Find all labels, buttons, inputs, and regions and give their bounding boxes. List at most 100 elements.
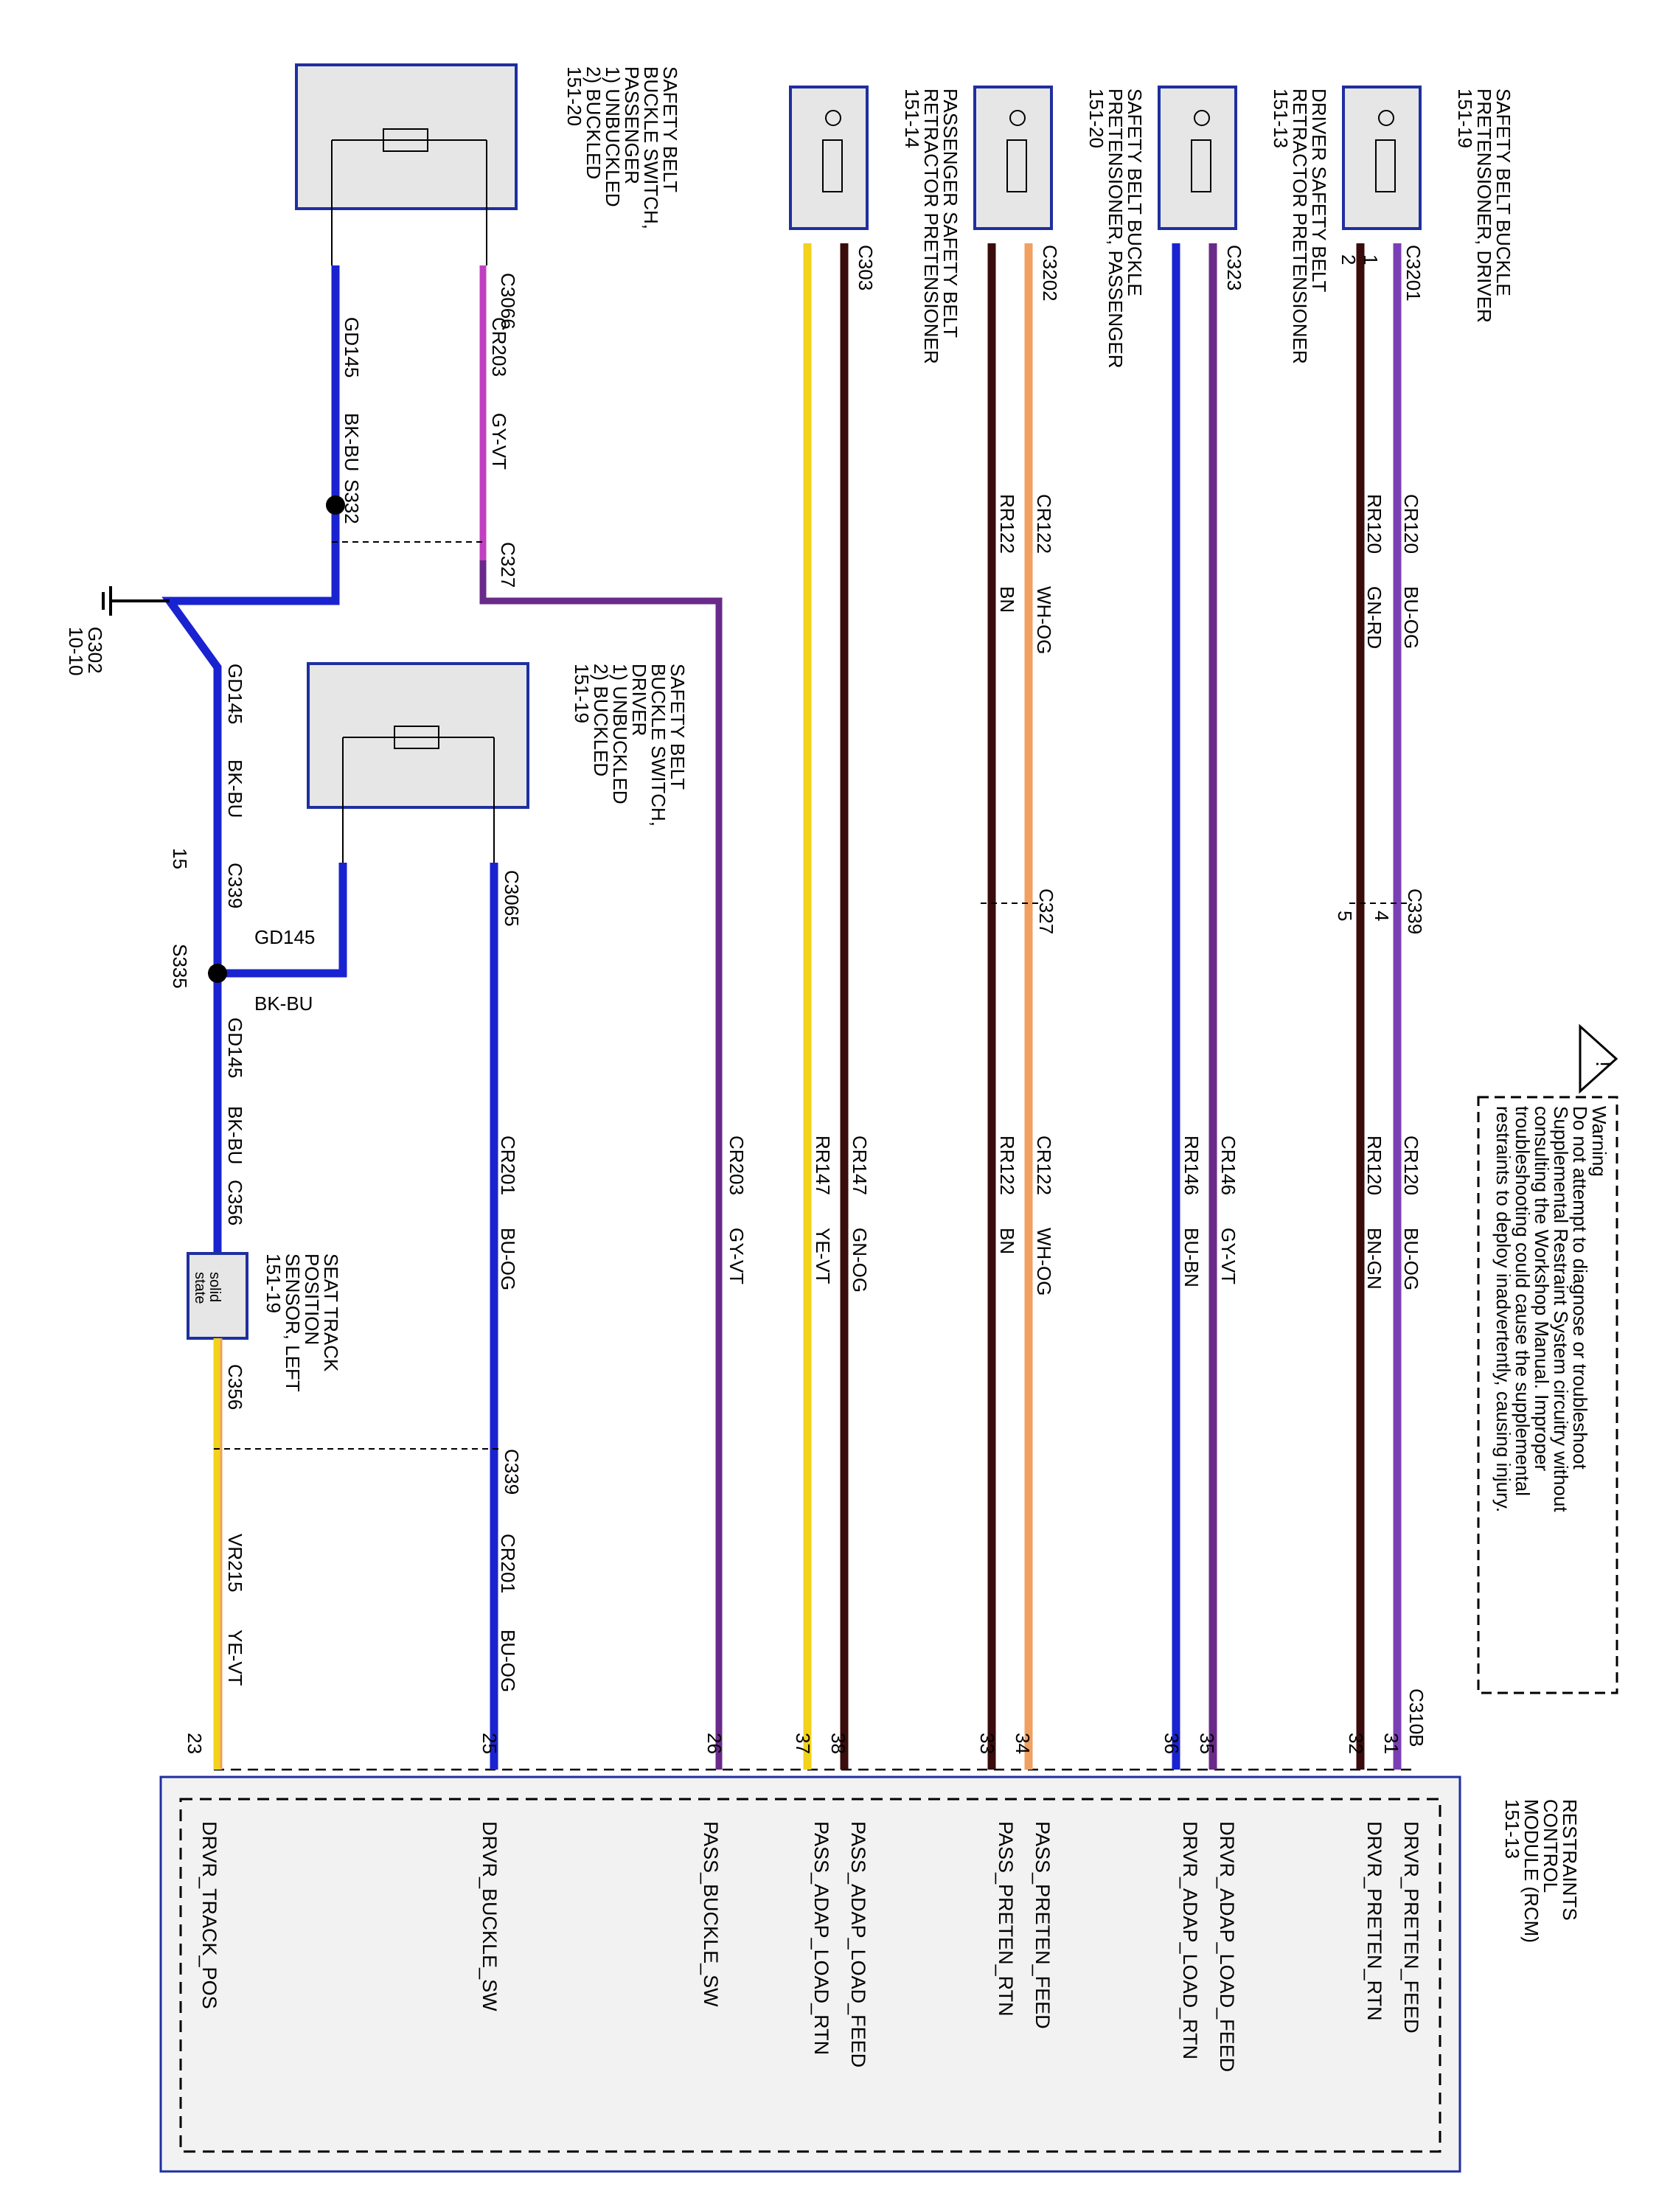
signal-pass-adap-load-rtn: PASS_ADAP_LOAD_RTN bbox=[810, 1821, 832, 2055]
retractor-passenger-3: 151-14 bbox=[901, 88, 923, 148]
signal-pass-preten-rtn: PASS_PRETEN_RTN bbox=[995, 1821, 1017, 2017]
wire-label: BN bbox=[996, 1228, 1018, 1254]
wire-label: CR201 bbox=[497, 1534, 519, 1593]
wire-label: RR147 bbox=[812, 1135, 834, 1195]
wire-label: BK-BU bbox=[254, 992, 313, 1015]
pretensioner-driver-3: 151-19 bbox=[1454, 88, 1476, 148]
warning-line-1: Warning bbox=[1588, 1106, 1610, 1177]
signal-drvr-adap-load-feed: DRVR_ADAP_LOAD_FEED bbox=[1216, 1821, 1238, 2072]
connector-c323: C323 bbox=[1223, 245, 1245, 291]
switch-driver-3: DRIVER bbox=[628, 664, 650, 736]
switch-driver-1: SAFETY BELT bbox=[667, 664, 689, 790]
wire-label: CR120 bbox=[1400, 494, 1422, 554]
wire-label: RR146 bbox=[1180, 1135, 1203, 1195]
switch-passenger-1: SAFETY BELT bbox=[659, 66, 681, 192]
wire-label: GD145 bbox=[224, 1018, 246, 1078]
seat-track-sensor: solid state SEAT TRACK POSITION SENSOR, … bbox=[187, 1252, 342, 1392]
wire-label: RR120 bbox=[1363, 494, 1385, 554]
connector-c3202: C3202 bbox=[1039, 245, 1061, 302]
wire-label: RR122 bbox=[996, 1135, 1018, 1195]
pin-label: 38 bbox=[827, 1733, 849, 1754]
wire-label: GN-OG bbox=[849, 1228, 871, 1293]
wire-label: VR215 bbox=[224, 1534, 246, 1593]
wire-label: BU-OG bbox=[497, 1228, 519, 1290]
warning-icon: ! bbox=[1591, 1061, 1615, 1067]
pin-label: 15 bbox=[169, 848, 191, 869]
connector-c339: C339 bbox=[1404, 888, 1426, 934]
wire-label: CR122 bbox=[1033, 1135, 1055, 1195]
splice-s332 bbox=[326, 495, 345, 515]
wire-label: CR122 bbox=[1033, 494, 1055, 554]
switch-driver-4: 1) UNBUCKLED bbox=[609, 664, 631, 804]
switch-driver-2: BUCKLE SWITCH, bbox=[647, 664, 669, 827]
wire-label: CR203 bbox=[488, 317, 510, 377]
pin-label: 2 bbox=[1338, 254, 1360, 265]
wire-label: GD145 bbox=[224, 664, 246, 724]
pretensioner-driver-1: SAFETY BELT BUCKLE bbox=[1492, 88, 1514, 296]
restraints-control-module: RESTRAINTS CONTROL MODULE (RCM) 151-13 D… bbox=[159, 1775, 1581, 2173]
connector-c356: C356 bbox=[224, 1180, 246, 1225]
switch-passenger-6: 151-20 bbox=[563, 66, 585, 126]
wire-cr203-route bbox=[479, 560, 723, 1770]
seat-track-2: POSITION bbox=[301, 1253, 323, 1345]
solid-state-1: solid bbox=[206, 1272, 223, 1302]
wire-label: WH-OG bbox=[1033, 1228, 1055, 1295]
warning-line-4: consulting the Workshop Manual. Improper bbox=[1531, 1106, 1553, 1472]
warning-panel: ! Warning Do not attempt to diagnose or … bbox=[1477, 1023, 1618, 1694]
ground-icon bbox=[102, 586, 170, 616]
pretensioner-passenger-1: SAFETY BELT BUCKLE bbox=[1124, 88, 1146, 296]
seat-track-3: SENSOR, LEFT bbox=[282, 1253, 304, 1392]
signal-pass-buckle-sw: PASS_BUCKLE_SW bbox=[700, 1821, 722, 2007]
connector-c339: C339 bbox=[501, 1449, 523, 1495]
pretensioner-driver-2: PRETENSIONER, DRIVER bbox=[1473, 88, 1495, 323]
signal-drvr-preten-feed: DRVR_PRETEN_FEED bbox=[1400, 1821, 1422, 2034]
pin-label: 26 bbox=[703, 1733, 726, 1754]
pin-label: 35 bbox=[1196, 1733, 1218, 1754]
signal-drvr-adap-load-rtn: DRVR_ADAP_LOAD_RTN bbox=[1179, 1821, 1201, 2059]
wire-label: CR147 bbox=[849, 1135, 871, 1195]
retractor-passenger: PASSENGER SAFETY BELT RETRACTOR PRETENSI… bbox=[789, 86, 961, 364]
pin-label: 25 bbox=[479, 1733, 501, 1754]
wire-label: CR201 bbox=[497, 1135, 519, 1195]
wire-label: CR146 bbox=[1217, 1135, 1239, 1195]
connector-c356: C356 bbox=[224, 1364, 246, 1410]
connector-c327: C327 bbox=[1035, 888, 1057, 934]
switch-passenger-5: 2) BUCKLED bbox=[582, 66, 605, 179]
connector-c327: C327 bbox=[497, 542, 519, 588]
pretensioner-icon bbox=[825, 110, 841, 126]
wire-label: RR120 bbox=[1363, 1135, 1385, 1195]
retractor-passenger-2: RETRACTOR PRETENSIONER bbox=[920, 88, 942, 364]
seat-track-4: 151-19 bbox=[262, 1253, 285, 1313]
pin-label: 32 bbox=[1345, 1733, 1367, 1754]
rcm-title-2: CONTROL bbox=[1540, 1799, 1562, 1893]
warning-line-2: Do not attempt to diagnose or troublesho… bbox=[1569, 1106, 1591, 1470]
wire-label: BK-BU bbox=[224, 1106, 246, 1164]
pretensioner-icon bbox=[1378, 110, 1394, 126]
wire-label: BU-OG bbox=[1400, 1228, 1422, 1290]
wire-label: YE-VT bbox=[812, 1228, 834, 1284]
retractor-driver: DRIVER SAFETY BELT RETRACTOR PRETENSIONE… bbox=[1158, 86, 1330, 364]
pretensioner-icon bbox=[1194, 110, 1210, 126]
wire-label: BK-BU bbox=[224, 759, 246, 818]
pretensioner-passenger-2: PRETENSIONER, PASSENGER bbox=[1105, 88, 1127, 369]
switch-driver-6: 151-19 bbox=[571, 664, 593, 723]
splice-label: S332 bbox=[341, 479, 363, 524]
connector-c339: C339 bbox=[224, 863, 246, 908]
warning-line-5: troubleshooting could cause the suppleme… bbox=[1512, 1106, 1534, 1496]
connector-c3066: C3066 bbox=[497, 273, 519, 330]
wire-label: GY-VT bbox=[1217, 1228, 1239, 1284]
rcm-title-1: RESTRAINTS bbox=[1559, 1799, 1581, 1921]
wire-label: BN bbox=[996, 586, 1018, 613]
wire-label: GY-VT bbox=[726, 1228, 748, 1284]
wire-label: WH-OG bbox=[1033, 586, 1055, 654]
signal-pass-adap-load-feed: PASS_ADAP_LOAD_FEED bbox=[847, 1821, 869, 2067]
wire-label: BU-OG bbox=[1400, 586, 1422, 649]
wire-label: GY-VT bbox=[488, 413, 510, 470]
pretensioner-icon bbox=[1009, 110, 1026, 126]
pin-label: 31 bbox=[1380, 1733, 1402, 1754]
connector-c3065: C3065 bbox=[501, 870, 523, 927]
warning-line-6: restraints to deploy inadvertently, caus… bbox=[1492, 1106, 1514, 1512]
retractor-driver-3: 151-13 bbox=[1270, 88, 1292, 148]
pin-label: 33 bbox=[976, 1733, 998, 1754]
pretensioner-passenger: SAFETY BELT BUCKLE PRETENSIONER, PASSENG… bbox=[973, 86, 1146, 369]
